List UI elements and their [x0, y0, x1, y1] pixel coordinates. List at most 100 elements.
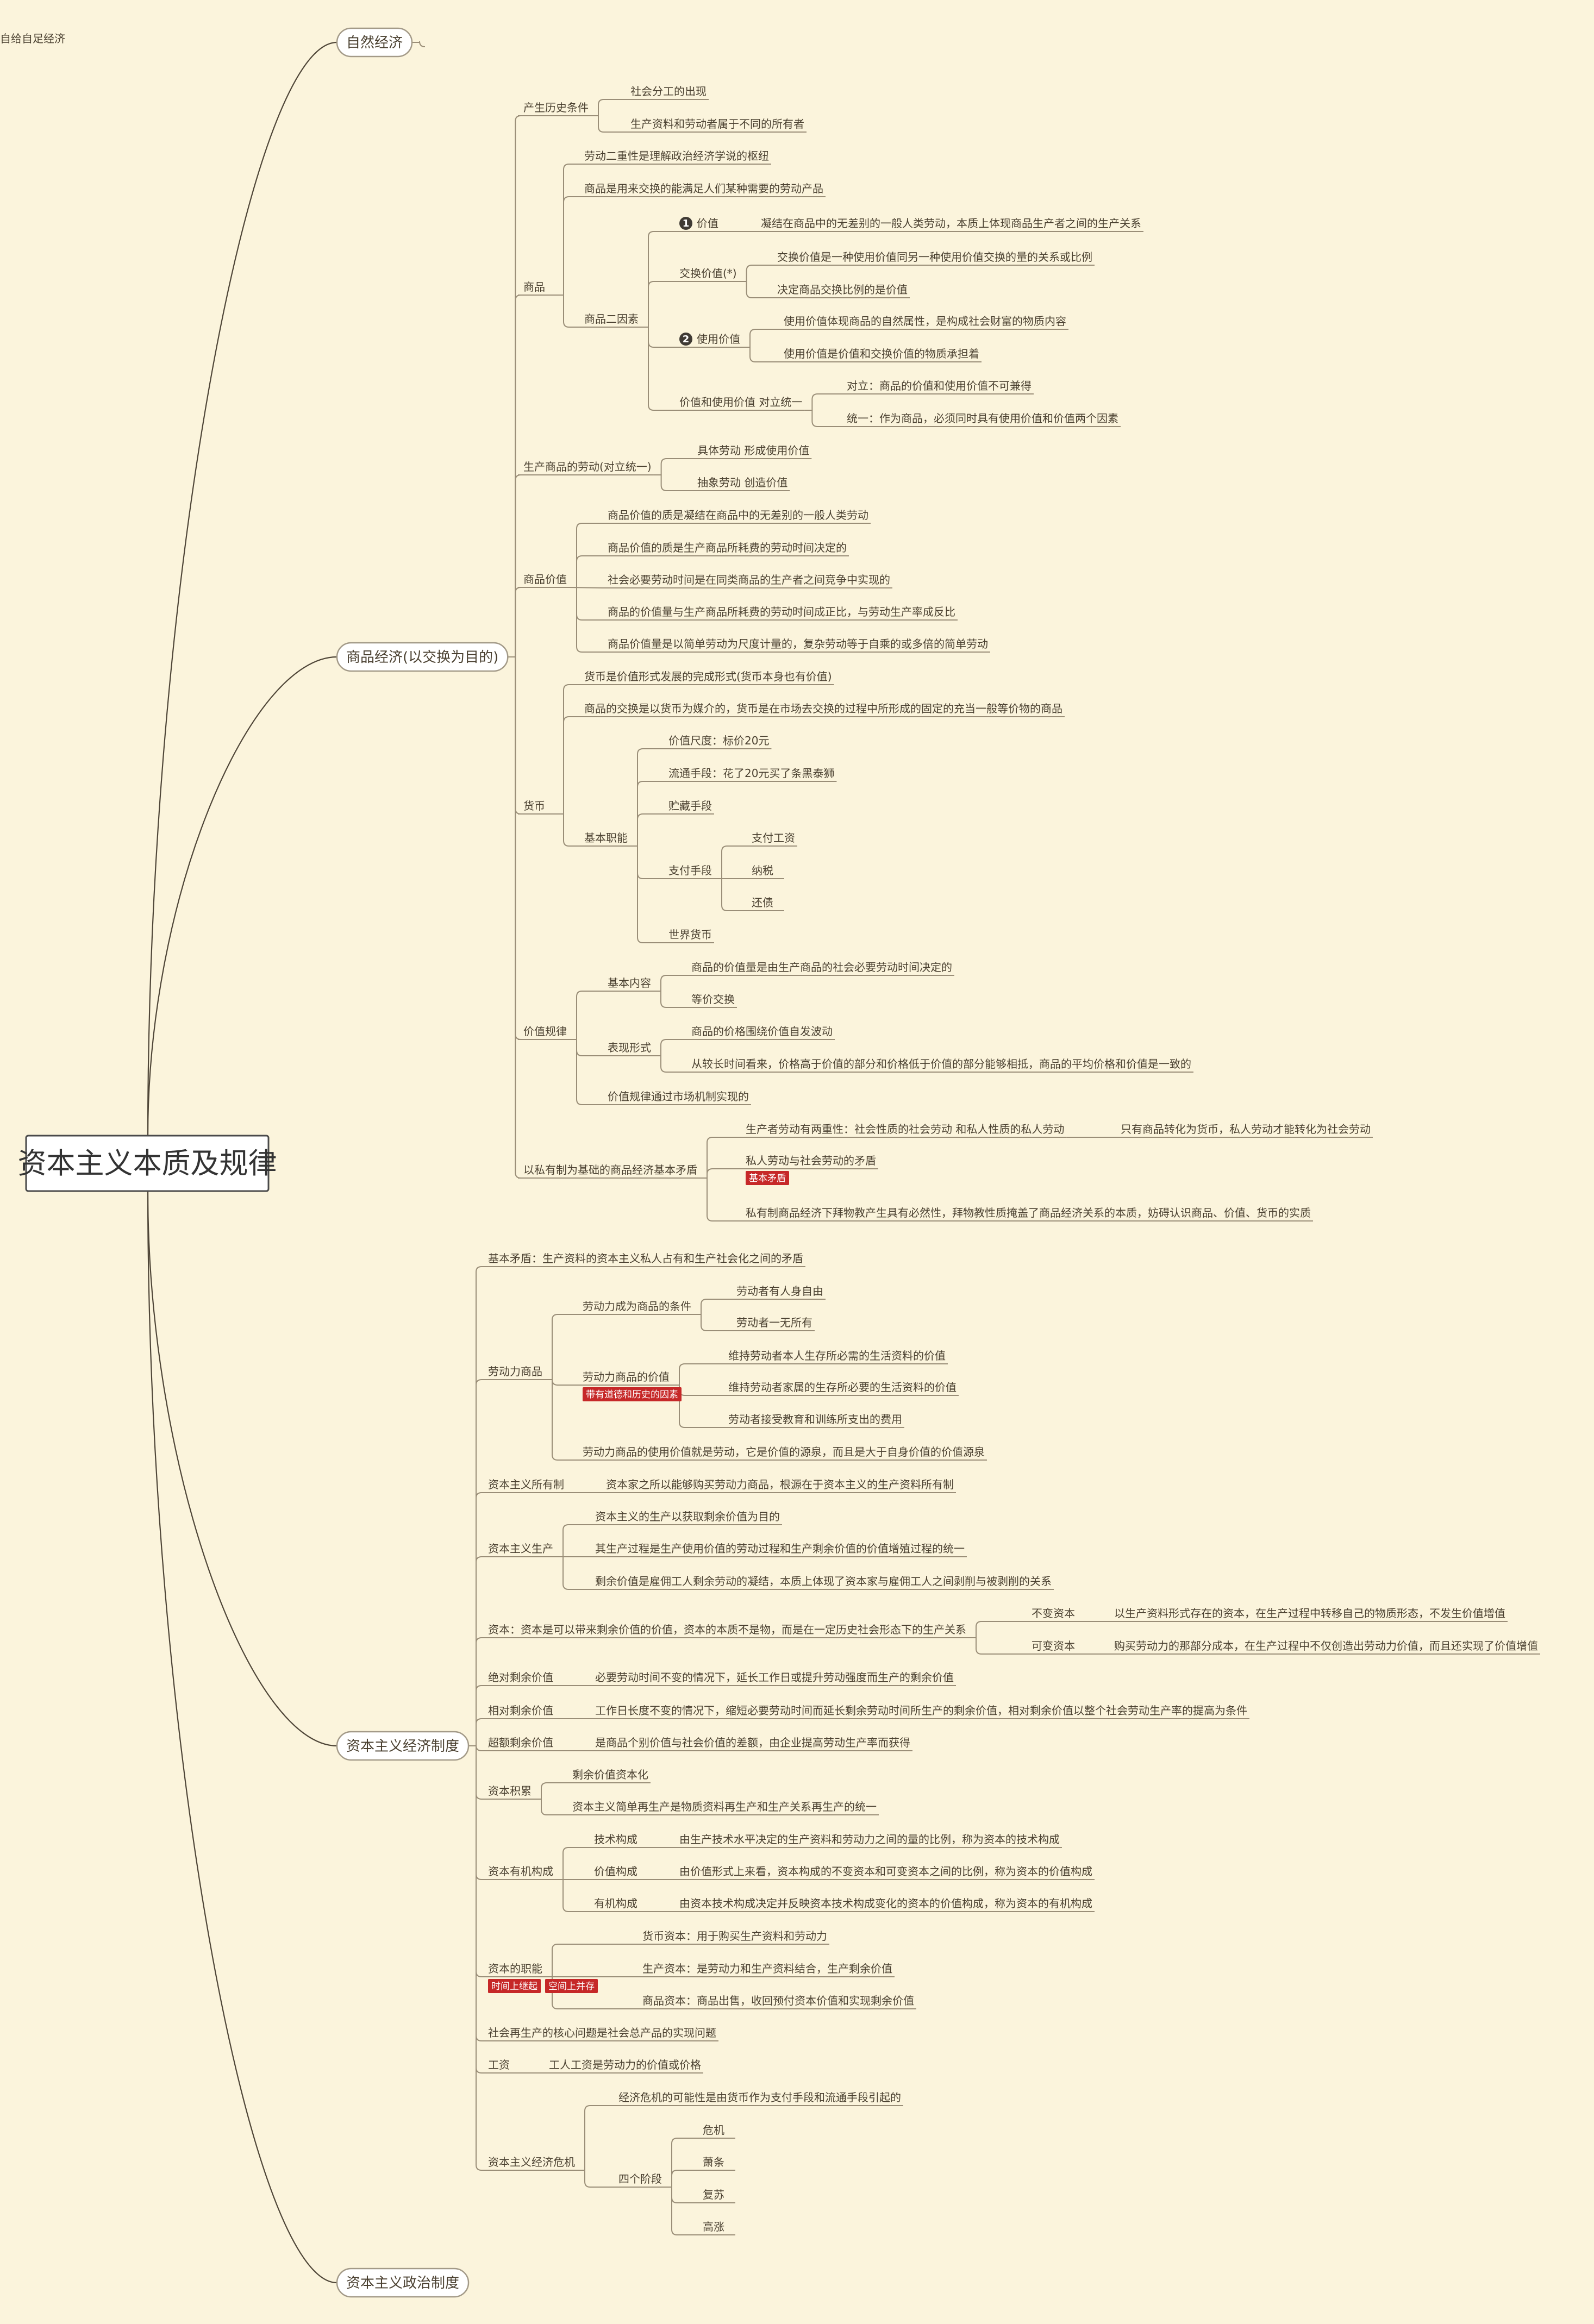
mind-map-node[interactable]: 货币资本：用于购买生产资料和劳动力	[642, 1930, 827, 1943]
mind-map-node[interactable]: 劳动力商品	[488, 1365, 542, 1378]
mind-map-node[interactable]: 使用价值体现商品的自然属性，是构成社会财富的物质内容	[784, 315, 1066, 328]
branch-node[interactable]: 资本主义经济制度	[336, 1731, 470, 1761]
mind-map-node[interactable]: 可变资本	[1032, 1639, 1075, 1652]
mind-map-node[interactable]: 产生历史条件	[523, 101, 589, 114]
mind-map-node[interactable]: 高涨	[703, 2220, 724, 2233]
mind-map-node[interactable]: 生产资本：是劳动力和生产资料结合，生产剩余价值	[642, 1962, 892, 1975]
mind-map-node[interactable]: 商品价值的质是生产商品所耗费的劳动时间决定的	[608, 541, 847, 554]
mind-map-node[interactable]: 生产者劳动有两重性：社会性质的社会劳动 和私人性质的私人劳动	[746, 1123, 1064, 1136]
mind-map-node[interactable]: 四个阶段	[618, 2172, 662, 2185]
mind-map-node[interactable]: 剩余价值资本化	[572, 1768, 648, 1781]
mind-map-node[interactable]: 表现形式	[608, 1041, 651, 1054]
mind-map-node[interactable]: 商品	[523, 280, 545, 293]
mind-map-node[interactable]: 基本职能	[584, 831, 628, 844]
mind-map-node[interactable]: 货币是价值形式发展的完成形式(货币本身也有价值)	[584, 670, 832, 683]
mind-map-node[interactable]: 资本有机构成	[488, 1865, 553, 1878]
mind-map-node[interactable]: 货币	[523, 799, 545, 812]
mind-map-node[interactable]: 商品是用来交换的能满足人们某种需要的劳动产品	[584, 182, 823, 195]
mind-map-node[interactable]: 劳动者一无所有	[736, 1316, 812, 1329]
mind-map-node[interactable]: 劳动力成为商品的条件	[583, 1300, 691, 1313]
mind-map-node[interactable]: 价值构成	[594, 1865, 637, 1878]
mind-map-node[interactable]: 技术构成	[594, 1833, 637, 1846]
mind-map-node[interactable]: 等价交换	[691, 993, 735, 1006]
mind-map-node[interactable]: 危机	[703, 2123, 724, 2137]
mind-map-node[interactable]: 纳税	[752, 864, 773, 877]
mind-map-node[interactable]: 支付工资	[752, 831, 795, 844]
mind-map-node[interactable]: 凝结在商品中的无差别的一般人类劳动，本质上体现商品生产者之间的生产关系	[761, 217, 1141, 230]
mind-map-node[interactable]: 还债	[752, 896, 773, 909]
mind-map-node[interactable]: 资本：资本是可以带来剩余价值的价值，资本的本质不是物，而是在一定历史社会形态下的…	[488, 1623, 966, 1636]
root-node[interactable]: 资本主义本质及规律	[18, 1135, 277, 1192]
mind-map-node[interactable]: 必要劳动时间不变的情况下，延长工作日或提升劳动强度而生产的剩余价值	[595, 1671, 954, 1684]
mind-map-node[interactable]: 社会分工的出现	[630, 85, 707, 98]
mind-map-node[interactable]: 工作日长度不变的情况下，缩短必要劳动时间而延长剩余劳动时间所生产的剩余价值，相对…	[595, 1704, 1247, 1717]
mind-map-node[interactable]: 商品价值量是以简单劳动为尺度计量的，复杂劳动等于自乘的或多倍的简单劳动	[608, 637, 988, 650]
mind-map-node[interactable]: 生产商品的劳动(对立统一)	[523, 460, 652, 473]
mind-map-node[interactable]: 相对剩余价值	[488, 1704, 553, 1717]
mind-map-node[interactable]: 商品的价格围绕价值自发波动	[691, 1025, 833, 1038]
mind-map-node[interactable]: 资本的职能时间上继起空间上并存	[488, 1962, 598, 1993]
branch-node[interactable]: 资本主义政治制度	[336, 2267, 470, 2298]
mind-map-node[interactable]: 社会必要劳动时间是在同类商品的生产者之间竞争中实现的	[608, 573, 890, 586]
mind-map-node[interactable]: 基本内容	[608, 976, 651, 989]
mind-map-node[interactable]: 萧条	[703, 2156, 724, 2169]
mind-map-node[interactable]: 自给自足经济	[0, 32, 65, 45]
mind-map-node[interactable]: 价值规律	[523, 1025, 567, 1038]
mind-map-node[interactable]: 决定商品交换比例的是价值	[777, 283, 908, 296]
mind-map-node[interactable]: 从较长时间看来，价格高于价值的部分和价格低于价值的部分能够相抵，商品的平均价格和…	[691, 1057, 1191, 1070]
mind-map-node[interactable]: 经济危机的可能性是由货币作为支付手段和流通手段引起的	[618, 2091, 901, 2104]
mind-map-node[interactable]: 统一：作为商品，必须同时具有使用价值和价值两个因素	[847, 412, 1118, 425]
mind-map-node[interactable]: 由资本技术构成决定并反映资本技术构成变化的资本的价值构成，称为资本的有机构成	[679, 1897, 1092, 1910]
mind-map-node[interactable]: 劳动者接受教育和训练所支出的费用	[728, 1413, 902, 1426]
mind-map-node[interactable]: 有机构成	[594, 1897, 637, 1910]
mind-map-node[interactable]: 商品的交换是以货币为媒介的，货币是在市场去交换的过程中所形成的固定的充当一般等价…	[584, 702, 1062, 715]
mind-map-node[interactable]: 超额剩余价值	[488, 1736, 553, 1749]
mind-map-node[interactable]: 商品价值	[523, 573, 567, 586]
mind-map-node[interactable]: 交换价值是一种使用价值同另一种使用价值交换的量的关系或比例	[777, 250, 1092, 264]
mind-map-node[interactable]: 商品的价值量是由生产商品的社会必要劳动时间决定的	[691, 961, 952, 974]
mind-map-node[interactable]: 资本积累	[488, 1784, 532, 1797]
mind-map-node[interactable]: 私有制商品经济下拜物教产生具有必然性，拜物教性质掩盖了商品经济关系的本质，妨碍认…	[746, 1206, 1311, 1219]
mind-map-node[interactable]: 商品资本：商品出售，收回预付资本价值和实现剩余价值	[642, 1994, 914, 2007]
mind-map-node[interactable]: 剩余价值是雇佣工人剩余劳动的凝结，本质上体现了资本家与雇佣工人之间剥削与被剥削的…	[595, 1575, 1052, 1588]
mind-map-node[interactable]: 劳动二重性是理解政治经济学说的枢纽	[584, 149, 769, 162]
mind-map-node[interactable]: 具体劳动 形成使用价值	[697, 444, 809, 457]
mind-map-node[interactable]: 交换价值(*)	[679, 267, 737, 280]
mind-map-node[interactable]: 由价值形式上来看，资本构成的不变资本和可变资本之间的比例，称为资本的价值构成	[679, 1865, 1092, 1878]
mind-map-node[interactable]: 是商品个别价值与社会价值的差额，由企业提高劳动生产率而获得	[595, 1736, 910, 1749]
mind-map-node[interactable]: 资本主义经济危机	[488, 2156, 575, 2169]
mind-map-node[interactable]: 维持劳动者家属的生存所必要的生活资料的价值	[728, 1381, 957, 1394]
mind-map-node[interactable]: 工人工资是劳动力的价值或价格	[549, 2058, 701, 2071]
mind-map-node[interactable]: 劳动力商品的使用价值就是劳动，它是价值的源泉，而且是大于自身价值的价值源泉	[583, 1445, 985, 1458]
mind-map-node[interactable]: 其生产过程是生产使用价值的劳动过程和生产剩余价值的价值增殖过程的统一	[595, 1542, 965, 1555]
mind-map-node[interactable]: 复苏	[703, 2188, 724, 2201]
mind-map-node[interactable]: 资本主义生产	[488, 1542, 553, 1555]
mind-map-node[interactable]: 工资	[488, 2058, 510, 2071]
mind-map-node[interactable]: 商品价值的质是凝结在商品中的无差别的一般人类劳动	[608, 509, 868, 522]
mind-map-node[interactable]: 资本主义简单再生产是物质资料再生产和生产关系再生产的统一	[572, 1800, 877, 1813]
mind-map-node[interactable]: 资本主义所有制	[488, 1478, 564, 1491]
mind-map-node[interactable]: 资本主义的生产以获取剩余价值为目的	[595, 1510, 780, 1523]
mind-map-node[interactable]: 支付手段	[668, 864, 712, 877]
mind-map-node[interactable]: 不变资本	[1032, 1607, 1075, 1620]
mind-map-node[interactable]: 使用价值是价值和交换价值的物质承担着	[784, 347, 979, 360]
mind-map-node[interactable]: 商品二因素	[584, 312, 639, 325]
mind-map-node[interactable]: 流通手段：花了20元买了条黑泰狮	[668, 767, 834, 780]
mind-map-node[interactable]: 基本矛盾：生产资料的资本主义私人占有和生产社会化之间的矛盾	[488, 1252, 803, 1265]
mind-map-node[interactable]: 以私有制为基础的商品经济基本矛盾	[523, 1163, 697, 1176]
mind-map-node[interactable]: 世界货币	[668, 928, 712, 941]
mind-map-node[interactable]: 只有商品转化为货币，私人劳动才能转化为社会劳动	[1121, 1123, 1371, 1136]
mind-map-node[interactable]: 生产资料和劳动者属于不同的所有者	[630, 117, 804, 130]
mind-map-node[interactable]: 价值规律通过市场机制实现的	[608, 1090, 749, 1103]
mind-map-node[interactable]: 维持劳动者本人生存所必需的生活资料的价值	[728, 1349, 946, 1362]
mind-map-node[interactable]: 购买劳动力的那部分成本，在生产过程中不仅创造出劳动力价值，而且还实现了价值增值	[1114, 1639, 1538, 1652]
branch-node[interactable]: 商品经济(以交换为目的)	[336, 642, 509, 672]
mind-map-node[interactable]: 以生产资料形式存在的资本，在生产过程中转移自己的物质形态，不发生价值增值	[1114, 1607, 1505, 1620]
mind-map-node[interactable]: 由生产技术水平决定的生产资料和劳动力之间的量的比例，称为资本的技术构成	[679, 1833, 1060, 1846]
mind-map-node[interactable]: 劳动者有人身自由	[736, 1285, 823, 1298]
mind-map-node[interactable]: 绝对剩余价值	[488, 1671, 553, 1684]
mind-map-node[interactable]: 价值尺度：标价20元	[668, 734, 769, 747]
